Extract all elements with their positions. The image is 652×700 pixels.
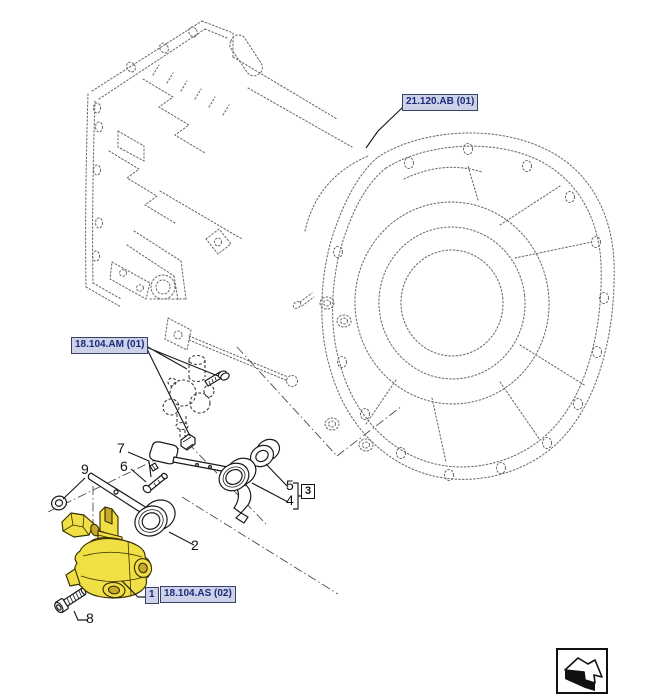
item-1-ref-box[interactable]: 1 [145, 587, 159, 604]
bolt-part-8 [54, 587, 87, 614]
page-forward-arrow-icon [564, 657, 603, 691]
bushing-part-5 [249, 438, 281, 468]
next-page-button[interactable] [556, 648, 608, 694]
washer-part-9 [50, 495, 68, 511]
callout-5: 5 [286, 477, 294, 493]
callout-7: 7 [117, 440, 125, 456]
callout-4: 4 [286, 492, 294, 508]
group-ref-3-box[interactable]: 3 [301, 484, 316, 499]
ref-label-21-120-AB[interactable]: 21.120.AB (01) [402, 94, 479, 111]
callout-8: 8 [86, 610, 94, 626]
clevis-pin-part-6 [142, 472, 168, 494]
spring-pin-part-7 [149, 462, 159, 472]
control-lever-arm-part-2 [87, 472, 176, 537]
solenoid-valve-assembly [162, 354, 215, 438]
bell-crank-lever-part-4 [218, 457, 257, 524]
callout-9: 9 [81, 461, 89, 477]
bell-housing-drawing [292, 132, 615, 482]
callout-2: 2 [191, 537, 199, 553]
leader-lines [62, 106, 404, 621]
ref-label-18-104-AS[interactable]: 18.104.AS (02) [160, 586, 236, 603]
control-valve-part-1-highlighted[interactable] [61, 506, 154, 599]
callout-6: 6 [120, 458, 128, 474]
ref-label-18-104-AM[interactable]: 18.104.AM (01) [71, 337, 149, 354]
mounting-plate-drawing [85, 20, 353, 388]
